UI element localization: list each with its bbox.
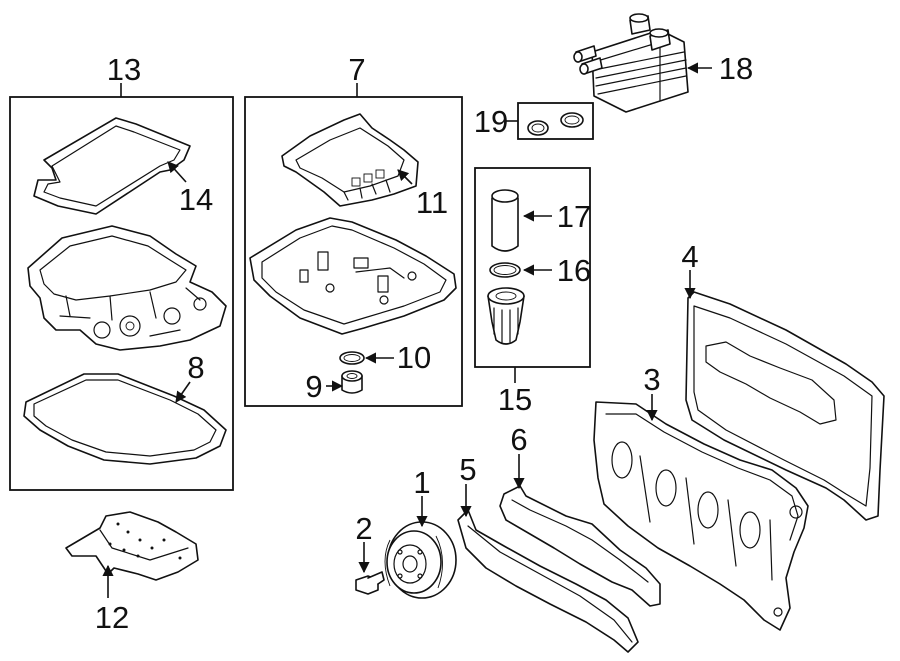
part-15-filter-cap	[487, 287, 525, 345]
part-4-gasket	[685, 291, 885, 521]
callout-17: 17	[557, 199, 591, 234]
callout-19: 19	[474, 104, 508, 139]
callout-5: 5	[459, 452, 476, 487]
part-13-oil-pan	[27, 225, 227, 351]
part-17-filter-element	[491, 189, 519, 252]
group-box-15	[474, 167, 591, 368]
part-18-oil-cooler	[573, 13, 689, 113]
callout-10: 10	[397, 340, 431, 375]
part-11-valve-body	[281, 113, 419, 207]
callout-7: 7	[348, 52, 365, 87]
callout-2: 2	[355, 511, 372, 546]
callout-8: 8	[187, 350, 204, 385]
callout-1: 1	[413, 465, 430, 500]
part-5-heat-shield	[457, 509, 639, 653]
part-8-gasket	[23, 373, 227, 465]
group-box-7	[244, 96, 463, 407]
callout-3: 3	[643, 362, 660, 397]
part-7-pan	[249, 217, 457, 335]
callout-11: 11	[416, 185, 448, 220]
part-19-seals	[527, 112, 584, 136]
callout-14: 14	[179, 182, 213, 217]
part-16-o-ring	[489, 262, 521, 278]
part-10-o-ring	[339, 351, 365, 365]
part-12-plate	[65, 511, 199, 581]
part-3-valve-cover	[593, 401, 809, 631]
callout-4: 4	[681, 239, 698, 274]
callout-18: 18	[719, 51, 753, 86]
arrow-8	[175, 381, 191, 403]
callout-6: 6	[510, 422, 527, 457]
part-14-gasket	[33, 117, 191, 215]
callout-12: 12	[95, 600, 129, 635]
arrow-11	[397, 169, 413, 185]
part-9-drain-plug	[341, 370, 363, 394]
callout-16: 16	[557, 253, 591, 288]
callout-9: 9	[305, 369, 322, 404]
part-6-heat-shield	[499, 485, 661, 607]
callout-13: 13	[107, 52, 141, 87]
part-2-bolt	[355, 571, 385, 595]
callout-15: 15	[498, 382, 532, 417]
arrow-14	[167, 161, 187, 183]
part-1-pulley	[384, 521, 457, 599]
